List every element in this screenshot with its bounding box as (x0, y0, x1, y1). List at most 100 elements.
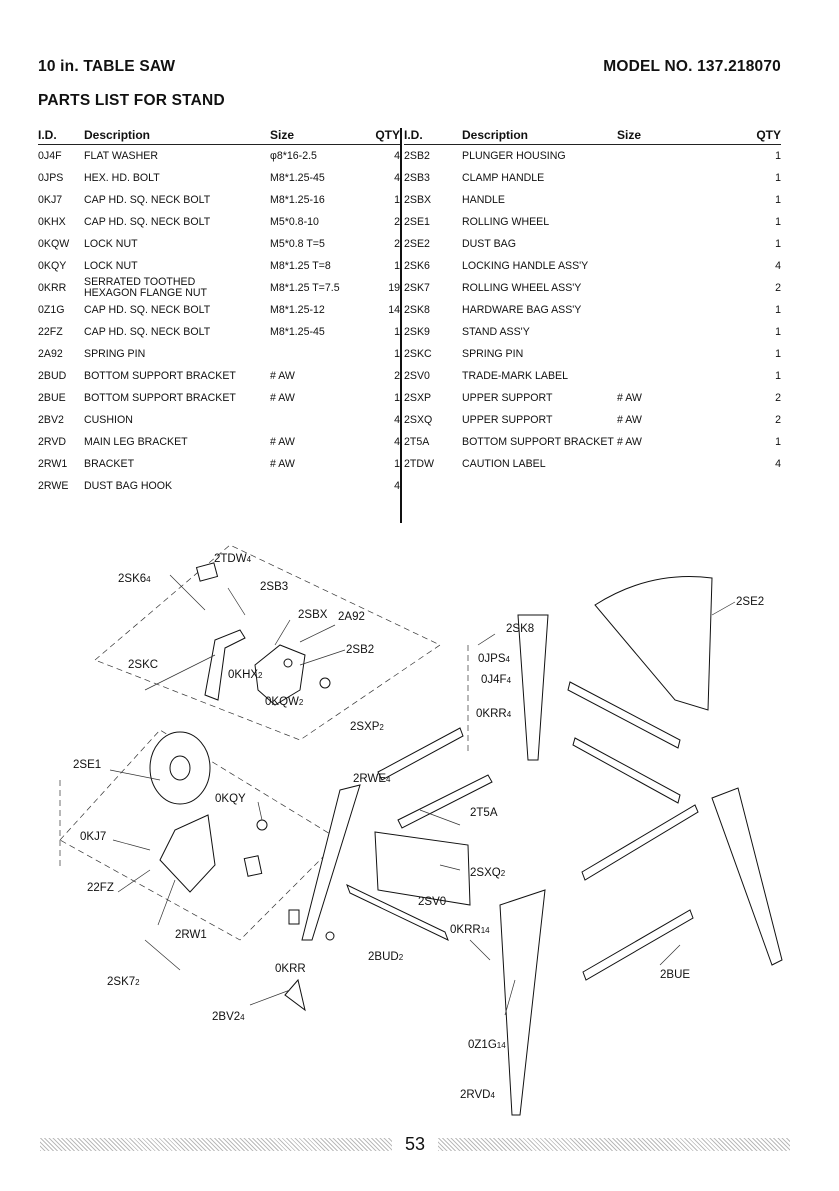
exploded-parts-diagram: 2TDW4 2SK64 2SB3 2SBX 2A92 2SB2 2SKC 0KH… (59, 544, 783, 1116)
column-header-size: Size (270, 128, 295, 142)
part-id: 2BV2 (38, 414, 64, 426)
part-id: 2BUE (38, 392, 66, 404)
upper-support (377, 727, 464, 781)
callout-label: 0KJ7 (80, 831, 106, 843)
part-qty: 4 (775, 458, 781, 470)
callout-label: 2SBX (298, 609, 328, 621)
part-qty: 1 (775, 370, 781, 382)
main-leg-bracket (711, 787, 783, 966)
part-description: SPRING PIN (84, 348, 146, 360)
main-leg-bracket (301, 784, 361, 941)
callout-label: 0KHX2 (228, 669, 263, 681)
part-qty: 1 (775, 172, 781, 184)
callout-label: 2SE2 (736, 596, 764, 608)
callout-label: 2SKC (128, 659, 158, 671)
part-description: CAP HD. SQ. NECK BOLT (84, 216, 211, 228)
column-header-qty: QTY (756, 128, 781, 142)
part-id: 0KQW (38, 238, 70, 250)
part-id: 0J4F (38, 150, 62, 162)
callout-label: 2RW1 (175, 929, 207, 941)
table-row: 2SB3 CLAMP HANDLE 1 (404, 167, 781, 189)
part-description: FLAT WASHER (84, 150, 158, 162)
part-description: CLAMP HANDLE (462, 172, 545, 184)
upper-support (567, 681, 681, 749)
part-id: 2SK8 (404, 304, 430, 316)
part-qty: 1 (394, 458, 400, 470)
part-qty: 4 (394, 172, 400, 184)
part-description: PLUNGER HOUSING (462, 150, 566, 162)
part-id: 2SE1 (404, 216, 430, 228)
part-qty: 19 (388, 282, 400, 294)
part-size: # AW (270, 436, 295, 448)
spring-pin (144, 654, 216, 691)
bottom-support-bracket (346, 884, 449, 941)
callout-label: 2RVD4 (460, 1089, 495, 1101)
table-row: 2SE2 DUST BAG 1 (404, 233, 781, 255)
part-qty: 4 (775, 260, 781, 272)
part-size: φ8*16-2.5 (270, 150, 317, 162)
part-id: 2SBX (404, 194, 432, 206)
footer-pattern-bar (40, 1138, 392, 1151)
part-id: 2TDW (404, 458, 435, 470)
part-size: # AW (617, 436, 642, 448)
callout-label: 2SK8 (506, 623, 534, 635)
part-description: CAUTION LABEL (462, 458, 546, 470)
callout-label: 22FZ (87, 882, 114, 894)
column-header-description: Description (462, 128, 529, 142)
callout-label: 2SK64 (118, 573, 151, 585)
callout-label: 0J4F4 (481, 674, 512, 686)
part-description: STAND ASS'Y (462, 326, 530, 338)
cap-bolt (283, 658, 293, 668)
part-qty: 1 (394, 326, 400, 338)
part-id: 0KQY (38, 260, 67, 272)
square-plate (288, 909, 300, 925)
part-description: LOCK NUT (84, 260, 138, 272)
part-description: BOTTOM SUPPORT BRACKET (84, 392, 236, 404)
flange-nut (325, 931, 335, 941)
part-description: ROLLING WHEEL (462, 216, 550, 228)
part-qty: 1 (775, 238, 781, 250)
part-description: UPPER SUPPORT (462, 392, 553, 404)
part-id: 2SK7 (404, 282, 430, 294)
cap-bolt (117, 869, 151, 893)
part-description: HANDLE (462, 194, 505, 206)
part-id: 2SB3 (404, 172, 430, 184)
part-size: M5*0.8 T=5 (270, 238, 325, 250)
callout-label: 2SXP2 (350, 721, 384, 733)
part-size: # AW (270, 392, 295, 404)
part-size: M8*1.25-12 (270, 304, 325, 316)
page-footer: 53 (40, 1134, 790, 1154)
main-leg-bracket (517, 614, 549, 761)
bottom-support-bracket (397, 774, 493, 829)
part-description: DUST BAG (462, 238, 516, 250)
part-id: 2RW1 (38, 458, 68, 470)
part-qty: 1 (394, 260, 400, 272)
part-description: CAP HD. SQ. NECK BOLT (84, 304, 211, 316)
table-header: I.D. Description Size QTY (404, 128, 781, 145)
callout-label: 0KRR (275, 963, 306, 975)
handle-assembly-outline (94, 544, 441, 741)
part-qty: 2 (775, 392, 781, 404)
part-id: 2SV0 (404, 370, 430, 382)
part-size: M8*1.25-45 (270, 326, 325, 338)
bottom-support-bracket (582, 909, 694, 981)
callout-label: 2RWE4 (353, 773, 391, 785)
part-id: 2SK6 (404, 260, 430, 272)
part-id: 2RVD (38, 436, 67, 448)
part-id: 2SE2 (404, 238, 430, 250)
